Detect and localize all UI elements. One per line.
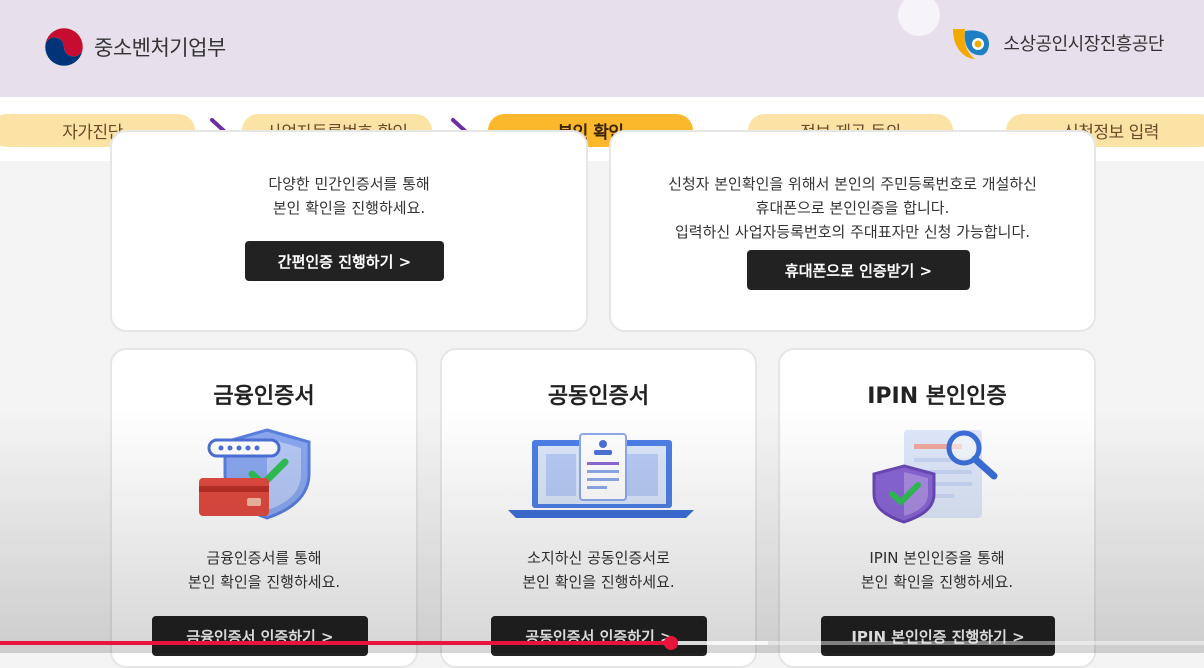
simple-auth-desc-2: 본인 확인을 진행하세요.: [272, 199, 426, 217]
financial-cert-desc-1: 금융인증서를 통해: [206, 549, 322, 567]
simple-auth-desc-1: 다양한 민간인증서를 통해: [268, 175, 430, 193]
semas-name: 소상공인시장진흥공단: [1003, 34, 1164, 55]
joint-cert-desc-1: 소지하신 공동인증서로: [527, 549, 670, 567]
joint-cert-laptop-icon: [508, 433, 694, 518]
financial-cert-card: 금융인증서 금융인증서를 통해 본인 확인을 진행하세요. 금융인증서 인증하기…: [110, 348, 418, 668]
phone-auth-desc-1: 신청자 본인확인을 위해서 본인의 주민등록번호로 개설하신: [668, 175, 1037, 193]
simple-auth-card: 다양한 민간인증서를 통해 본인 확인을 진행하세요. 간편인증 진행하기 >: [110, 130, 588, 332]
phone-auth-button[interactable]: 휴대폰으로 인증받기 >: [747, 250, 970, 290]
ipin-card: IPIN 본인인증 IPIN 본인인증을 통해 본인 확인을 진행하세요. IP…: [778, 348, 1096, 668]
ipin-desc-2: 본인 확인을 진행하세요.: [860, 573, 1014, 591]
decorative-circle: [898, 0, 940, 36]
ministry-name: 중소벤처기업부: [94, 36, 226, 60]
ministry-logo[interactable]: 중소벤처기업부: [44, 27, 226, 67]
phone-auth-card: 신청자 본인확인을 위해서 본인의 주민등록번호로 개설하신 휴대폰으로 본인인…: [609, 130, 1096, 332]
financial-cert-desc-2: 본인 확인을 진행하세요.: [187, 573, 341, 591]
simple-auth-button[interactable]: 간편인증 진행하기 >: [245, 241, 444, 281]
phone-auth-desc-2: 휴대폰으로 본인인증을 합니다.: [755, 199, 950, 217]
joint-cert-desc-2: 본인 확인을 진행하세요.: [522, 573, 675, 591]
phone-auth-desc-3: 입력하신 사업자등록번호의 주대표자만 신청 가능합니다.: [674, 223, 1031, 241]
financial-cert-shield-icon: [199, 428, 311, 520]
ipin-title: IPIN 본인인증: [867, 384, 1007, 409]
video-progress-fill: [0, 641, 671, 645]
taegeuk-icon: [44, 27, 84, 67]
financial-cert-button[interactable]: 금융인증서 인증하기 >: [152, 616, 368, 656]
site-header: 중소벤처기업부 소상공인시장진흥공단: [0, 0, 1204, 97]
semas-logo[interactable]: 소상공인시장진흥공단: [949, 25, 1164, 61]
ipin-desc-1: IPIN 본인인증을 통해: [869, 549, 1005, 567]
video-progress-scrubber[interactable]: [664, 636, 678, 650]
semas-emblem-icon: [953, 29, 990, 59]
financial-cert-title: 금융인증서: [213, 384, 315, 409]
ipin-search-shield-icon: [872, 430, 998, 524]
joint-cert-card: 공동인증서 소지하신 공동인증서로 본인 확인을 진행하세요. 공동인증서 인증…: [440, 348, 757, 668]
ipin-button[interactable]: IPIN 본인인증 진행하기 >: [821, 616, 1055, 656]
joint-cert-title: 공동인증서: [547, 384, 650, 409]
